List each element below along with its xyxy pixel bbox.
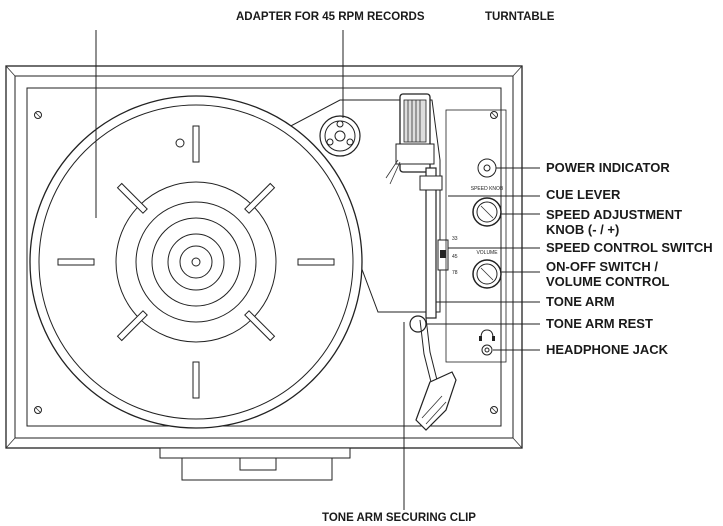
label-speed-control-switch: SPEED CONTROL SWITCH [546,240,713,255]
headphone-jack[interactable] [479,329,495,356]
headphone-icon [480,329,494,339]
label-on-off-volume-1: ON-OFF SWITCH / [546,259,658,274]
label-speed-adjustment-knob-2: KNOB (- / +) [546,222,619,237]
label-power-indicator: POWER INDICATOR [546,160,670,175]
callout-labels: ADAPTER FOR 45 RPM RECORDS TURNTABLE POW… [236,11,713,524]
screw-icon [34,406,42,414]
speed-knob-marking: SPEED KNOB [471,186,504,192]
label-turntable: TURNTABLE [485,11,555,23]
tone-arm [385,93,457,431]
label-tone-arm-securing-clip: TONE ARM SECURING CLIP [322,512,476,524]
platter-slots [57,125,335,399]
power-indicator-led [477,158,497,178]
cartridge [415,371,457,431]
leader-lines [95,30,540,510]
adapter-45-rpm [319,115,361,157]
label-tone-arm: TONE ARM [546,294,615,309]
volume-marking: VOLUME [476,250,498,256]
volume-knob[interactable] [472,259,502,289]
screw-icon [34,111,42,119]
label-tone-arm-rest: TONE ARM REST [546,316,653,331]
control-panel: SPEED KNOB VOLUME 33 45 78 [445,109,507,363]
label-adapter-45-rpm: ADAPTER FOR 45 RPM RECORDS [236,11,425,23]
label-on-off-volume-2: VOLUME CONTROL [546,274,670,289]
label-cue-lever: CUE LEVER [546,187,621,202]
platter [29,95,363,429]
speed-78-marking: 78 [452,270,458,276]
corner-screws [34,111,498,414]
speed-45-marking: 45 [452,254,458,260]
speed-33-marking: 33 [452,236,458,242]
label-speed-adjustment-knob-1: SPEED ADJUSTMENT [546,207,682,222]
label-headphone-jack: HEADPHONE JACK [546,342,669,357]
screw-icon [490,111,498,119]
screw-icon [490,406,498,414]
speed-adjustment-knob[interactable] [472,197,502,227]
